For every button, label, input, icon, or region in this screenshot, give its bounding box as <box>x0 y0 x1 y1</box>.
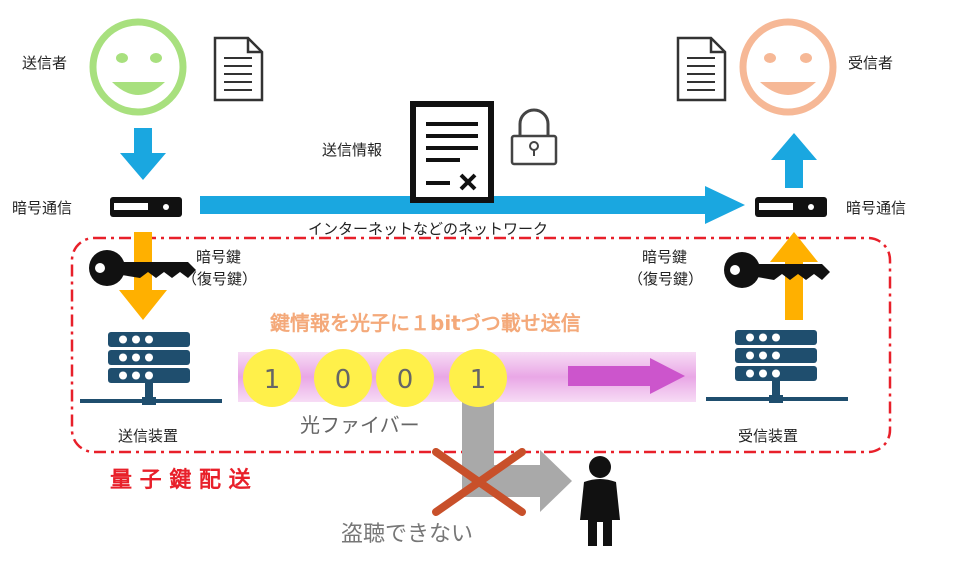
receiver-up-arrow <box>771 133 817 188</box>
sender-face-icon <box>89 18 187 116</box>
photon-bit-value: 1 <box>264 365 281 395</box>
send-info-label: 送信情報 <box>322 141 382 159</box>
photon-caption: 鍵情報を光子に１bitづつ載せ送信 <box>270 311 581 335</box>
encrypt-right-label: 暗号通信 <box>846 199 906 217</box>
key-right-line1: 暗号鍵 <box>642 248 687 266</box>
receiver-face-icon <box>739 18 837 116</box>
right-key-icon <box>724 252 830 288</box>
photon-bit <box>314 349 372 407</box>
intercept-label: 盗聴できない <box>341 522 473 547</box>
left-key-icon <box>89 250 196 286</box>
eavesdropper-person-icon <box>580 456 620 546</box>
internet-arrow <box>200 186 745 224</box>
photon-bit <box>449 349 507 407</box>
sender-device-label: 送信装置 <box>118 427 178 445</box>
photon-bit <box>243 349 301 407</box>
key-left-line1: 暗号鍵 <box>196 248 241 266</box>
encrypt-left-label: 暗号通信 <box>12 199 72 217</box>
qkd-label: 量 子 鍵 配 送 <box>110 467 251 493</box>
internet-label: インターネットなどのネットワーク <box>308 220 548 238</box>
receiver-device-label: 受信装置 <box>738 427 798 445</box>
lock-icon <box>510 108 558 166</box>
key-right-line2: （復号鍵） <box>628 270 703 288</box>
photon-bit-value: 0 <box>397 365 414 395</box>
photon-bit-value: 0 <box>335 365 352 395</box>
encrypted-message-icon <box>410 101 494 203</box>
fiber-direction-arrow <box>568 358 685 394</box>
key-down-arrow <box>119 232 167 320</box>
photon-bit-value: 1 <box>470 365 487 395</box>
photon-bits: 1 0 0 1 <box>243 349 507 407</box>
receiver-label: 受信者 <box>848 54 893 72</box>
received-document-icon <box>676 36 727 102</box>
receiver-server-icon <box>706 330 848 403</box>
sender-label: 送信者 <box>22 54 67 72</box>
sender-server-icon <box>80 332 222 405</box>
blocked-x-icon <box>432 448 526 516</box>
key-left-line2: （復号鍵） <box>182 270 257 288</box>
sender-down-arrow <box>120 128 166 180</box>
document-icon <box>213 36 264 102</box>
qkd-region <box>70 236 892 454</box>
intercept-path-arrow <box>462 392 572 512</box>
sender-encryption-device-icon <box>110 197 182 217</box>
receiver-encryption-device-icon <box>755 197 827 217</box>
photon-bit <box>376 349 434 407</box>
fiber-label: 光ファイバー <box>300 413 420 437</box>
